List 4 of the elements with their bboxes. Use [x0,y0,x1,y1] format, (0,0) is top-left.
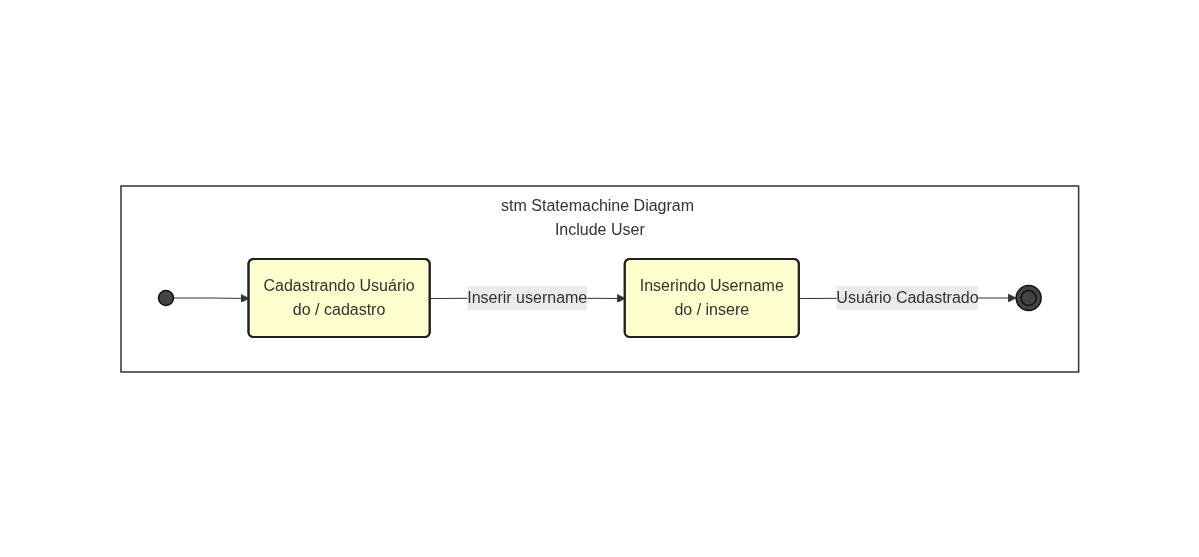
edge-label: Usuário Cadastrado [836,288,979,306]
node-circle [1015,284,1042,311]
node-circle [157,289,174,306]
edge-label: Inserir username [466,288,587,306]
